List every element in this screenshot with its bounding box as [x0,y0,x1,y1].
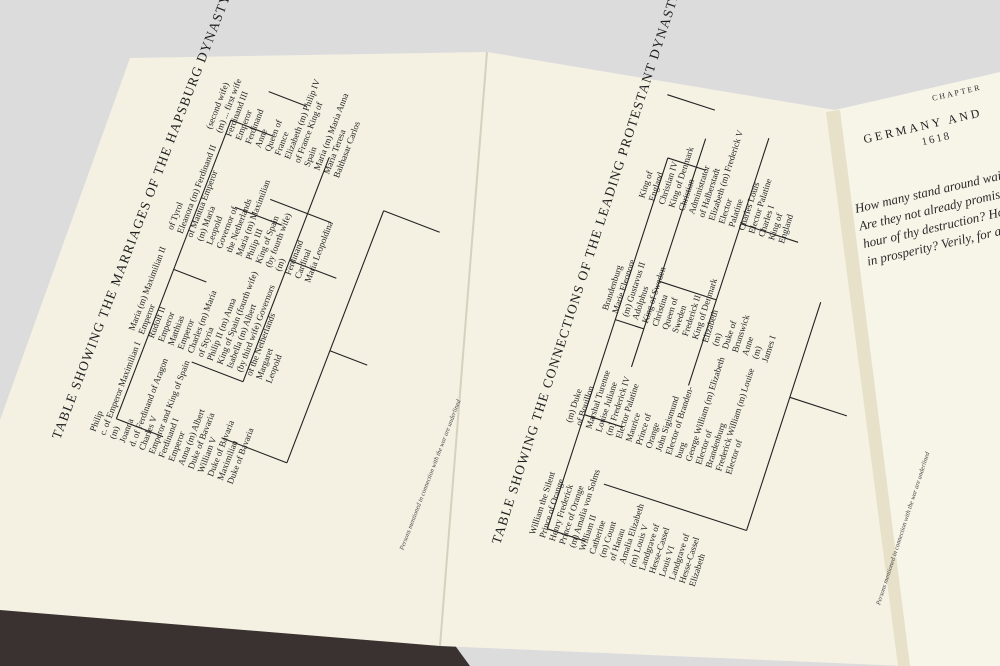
person-name: (m) [273,257,287,273]
person-name: (m) [750,345,764,360]
person-name: (m) [710,332,724,347]
hapsburg-tree-lines [115,91,440,464]
protestant-tree-lines [546,94,848,542]
next-page [835,72,1000,666]
page-gutter-shadow [826,110,910,666]
right-page [440,52,905,666]
person-name: burg [673,440,688,459]
person-name: (m) [107,425,121,441]
left-page [0,52,487,646]
center-fold [439,51,488,647]
